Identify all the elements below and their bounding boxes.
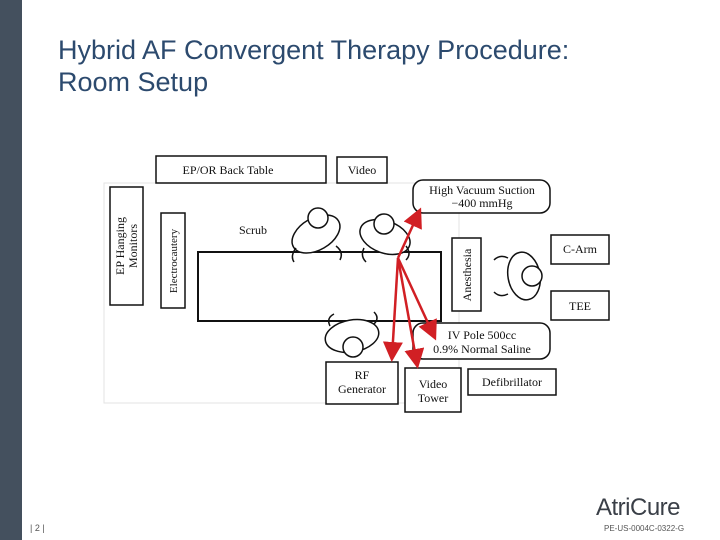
surgeon-figure-2 <box>359 213 411 263</box>
c-arm: C-Arm <box>550 234 610 265</box>
electrocautery-label: Electrocautery <box>168 228 180 293</box>
tee-label: TEE <box>569 299 591 313</box>
video-monitor: Video <box>336 156 388 184</box>
operating-table <box>197 251 442 322</box>
arrow-to-iv-pole <box>396 257 437 341</box>
electrocautery: Electrocautery <box>160 212 186 309</box>
arrow-to-high-vacuum <box>396 207 422 259</box>
high-vacuum-suction: High Vacuum Suction −400 mmHg <box>412 179 551 214</box>
arrow-to-rf-generator <box>382 257 403 362</box>
anesthesiologist-figure <box>493 251 543 301</box>
iv-pole-label-2: 0.9% Normal Saline <box>433 342 531 356</box>
defibrillator: Defibrillator <box>467 368 557 396</box>
title-line-1: Hybrid AF Convergent Therapy Procedure: <box>58 35 570 65</box>
ep-back-table-label: EP/OR Back Table <box>183 163 274 177</box>
anesthesia-label: Anesthesia <box>460 248 474 301</box>
page-title: Hybrid AF Convergent Therapy Procedure: … <box>58 34 698 98</box>
arrow-to-video-tower <box>396 257 425 369</box>
sidebar-stripe <box>0 0 22 540</box>
ep-monitors-label-1: EP Hanging <box>113 217 127 275</box>
connection-arrows <box>382 207 437 369</box>
video-tower-label-1: Video <box>419 377 448 391</box>
surgeon-figure-1 <box>291 207 343 263</box>
rf-generator: RF Generator <box>325 361 399 405</box>
c-arm-label: C-Arm <box>563 242 598 256</box>
high-vacuum-label-1: High Vacuum Suction <box>429 183 535 197</box>
scrub-label: Scrub <box>239 223 267 237</box>
assistant-figure <box>324 311 380 358</box>
video-tower: Video Tower <box>404 367 462 413</box>
ep-back-table: EP/OR Back Table <box>155 155 327 184</box>
iv-pole: IV Pole 500cc 0.9% Normal Saline <box>412 322 551 360</box>
high-vacuum-label-2: −400 mmHg <box>451 196 512 210</box>
ep-hanging-monitors: EP Hanging Monitors <box>109 186 144 306</box>
page-number: | 2 | <box>30 523 45 533</box>
rf-label-1: RF <box>355 368 370 382</box>
defibrillator-label: Defibrillator <box>482 375 542 389</box>
ep-monitors-label-2: Monitors <box>126 224 140 268</box>
document-code: PE-US-0004C-0322-G <box>604 524 685 533</box>
title-line-2: Room Setup <box>58 67 209 97</box>
anesthesia-station: Anesthesia <box>451 237 482 312</box>
atricure-logo: AtriCure <box>596 494 681 521</box>
iv-pole-label-1: IV Pole 500cc <box>448 328 516 342</box>
video-label: Video <box>348 163 377 177</box>
rf-label-2: Generator <box>338 382 386 396</box>
video-tower-label-2: Tower <box>418 391 448 405</box>
tee-station: TEE <box>550 290 610 321</box>
